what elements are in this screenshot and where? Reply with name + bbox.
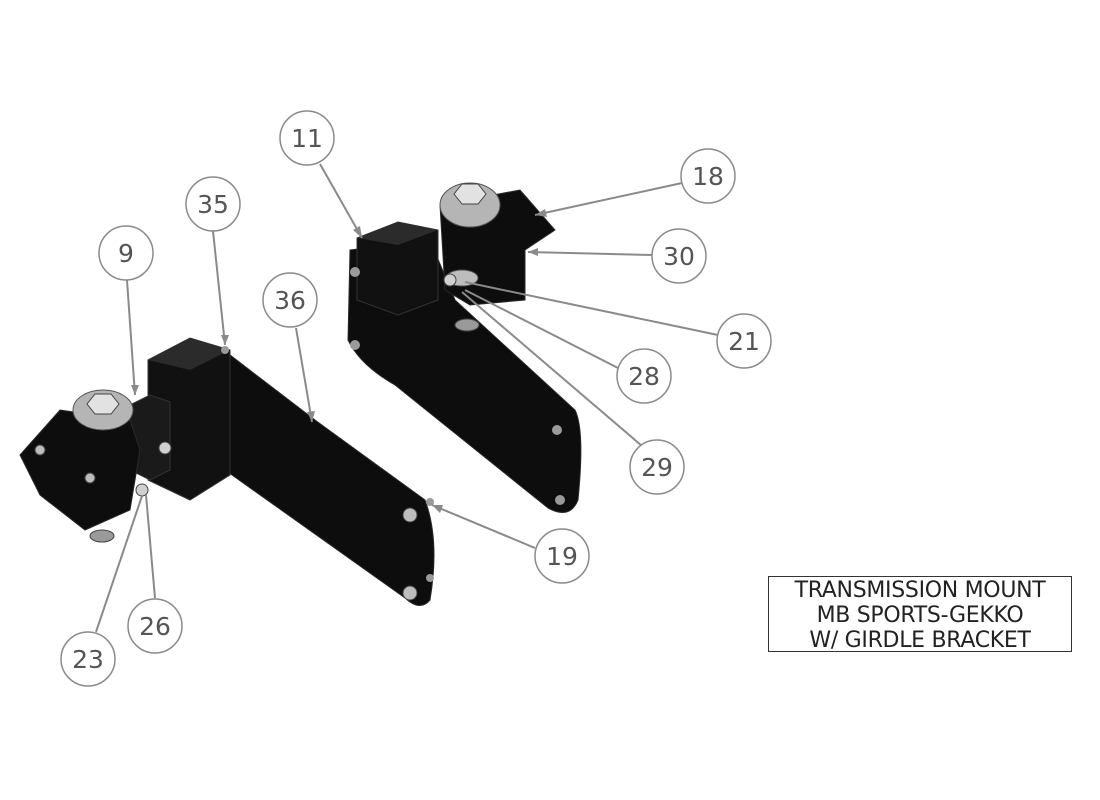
leader-36: [295, 327, 313, 423]
arrowhead-30: [528, 248, 538, 256]
balloon-label: 30: [663, 242, 695, 271]
left-isolator-plate: [19, 409, 141, 531]
balloon-label: 36: [274, 286, 306, 315]
left-arm-stud: [426, 498, 434, 506]
right-arm-stud: [350, 267, 360, 277]
balloon-35: 35: [185, 176, 241, 232]
leader-19: [431, 504, 536, 549]
balloon-label: 19: [546, 542, 578, 571]
left-hex-bolt: [86, 393, 120, 415]
balloon-label: 29: [641, 453, 673, 482]
left-bracket-arm: [214, 349, 435, 606]
arrowhead-19: [432, 505, 443, 513]
leader-28: [464, 289, 619, 369]
balloon-label: 28: [628, 362, 660, 391]
balloon-18: 18: [680, 148, 736, 204]
left-bolt-head: [158, 441, 172, 455]
balloon-label: 11: [291, 124, 323, 153]
balloon-26: 26: [127, 598, 183, 654]
leader-26: [145, 494, 156, 599]
leader-23: [95, 495, 143, 633]
left-block-top: [148, 338, 230, 370]
leader-9: [126, 279, 136, 396]
title-line-3: W/ GIRDLE BRACKET: [809, 628, 1031, 653]
right-arm-stud: [350, 340, 360, 350]
left-arm-stud: [426, 574, 434, 582]
balloon-11: 11: [279, 110, 335, 166]
leader-35: [212, 230, 226, 346]
balloon-callouts: 11 18 30 21 28 29 35 9: [60, 110, 772, 687]
left-arm-nut: [402, 507, 418, 523]
balloon-label: 35: [197, 190, 229, 219]
balloon-label: 23: [72, 645, 104, 674]
right-arm-stud: [555, 495, 565, 505]
balloon-29: 29: [629, 439, 685, 495]
left-mount-assembly: [19, 337, 435, 606]
title-block: TRANSMISSION MOUNT MB SPORTS-GEKKO W/ GI…: [768, 576, 1072, 653]
balloon-23: 23: [60, 631, 116, 687]
leader-lines: [95, 163, 719, 633]
right-nut: [454, 318, 480, 332]
leader-21: [464, 281, 719, 336]
balloon-label: 18: [692, 162, 724, 191]
left-plate-bolt: [84, 472, 96, 484]
balloon-36: 36: [262, 272, 318, 328]
right-hex-bolt: [453, 183, 487, 205]
leader-29: [461, 291, 643, 447]
arrowhead-11: [353, 226, 362, 238]
balloon-label: 26: [139, 612, 171, 641]
balloon-30: 30: [651, 228, 707, 284]
leader-arrowheads: [131, 209, 547, 513]
leader-11: [319, 163, 363, 239]
right-bolt-head: [443, 273, 457, 287]
title-line-1: TRANSMISSION MOUNT: [794, 578, 1046, 603]
left-bolt-head: [135, 483, 149, 497]
balloon-9: 9: [98, 225, 154, 281]
left-arm-stud: [221, 346, 229, 354]
balloon-label: 21: [728, 327, 760, 356]
leader-30: [527, 251, 653, 256]
title-line-2: MB SPORTS-GEKKO: [816, 603, 1024, 628]
balloon-21: 21: [716, 313, 772, 369]
arrowhead-18: [535, 209, 547, 217]
left-nut: [89, 529, 115, 543]
leader-18: [534, 182, 683, 216]
right-arm-stud: [552, 425, 562, 435]
balloon-19: 19: [534, 528, 590, 584]
left-arm-nut: [402, 585, 418, 601]
right-mount-assembly: [347, 182, 582, 513]
right-block-top: [357, 222, 438, 245]
balloon-label: 9: [118, 239, 134, 268]
left-plate-bolt: [34, 444, 46, 456]
arrowhead-9: [131, 385, 139, 395]
balloon-28: 28: [616, 348, 672, 404]
arrowhead-35: [221, 335, 229, 345]
arrowhead-36: [307, 411, 315, 422]
